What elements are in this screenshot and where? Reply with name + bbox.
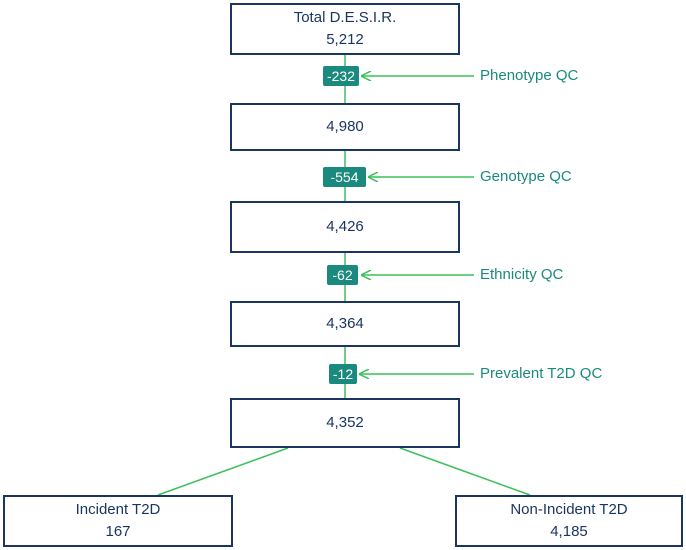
remaining-box-1: 4,980: [230, 103, 460, 151]
qc-label-ethnicity: Ethnicity QC: [480, 266, 564, 283]
qc-label-phenotype: Phenotype QC: [480, 67, 579, 84]
removed-badge-phenotype: -232: [323, 66, 359, 86]
incident-t2d-count: 167: [105, 523, 131, 540]
qc-label-prevalent-t2d: Prevalent T2D QC: [480, 365, 603, 382]
incident-t2d-box: Incident T2D 167: [3, 495, 233, 547]
non-incident-t2d-title: Non-Incident T2D: [510, 501, 628, 518]
remaining-box-2: 4,426: [230, 201, 460, 253]
connector-to-non-incident: [399, 447, 531, 496]
remaining-count-2: 4,426: [326, 218, 364, 235]
non-incident-t2d-count: 4,185: [550, 523, 588, 540]
remaining-box-4: 4,352: [230, 398, 460, 448]
removed-badge-genotype: -554: [323, 167, 366, 187]
qc-label-genotype: Genotype QC: [480, 168, 572, 185]
incident-t2d-title: Incident T2D: [75, 501, 161, 518]
remaining-box-3: 4,364: [230, 301, 460, 347]
remaining-count-3: 4,364: [326, 315, 364, 332]
remaining-count-4: 4,352: [326, 414, 364, 431]
removed-badge-prevalent-t2d: -12: [329, 364, 357, 384]
connector-to-incident: [157, 447, 289, 496]
removed-badge-ethnicity: -62: [327, 265, 358, 285]
total-count: 5,212: [326, 31, 364, 48]
non-incident-t2d-box: Non-Incident T2D 4,185: [455, 495, 683, 547]
remaining-count-1: 4,980: [326, 118, 364, 135]
total-box: Total D.E.S.I.R. 5,212: [230, 3, 460, 55]
total-title: Total D.E.S.I.R.: [293, 9, 397, 26]
